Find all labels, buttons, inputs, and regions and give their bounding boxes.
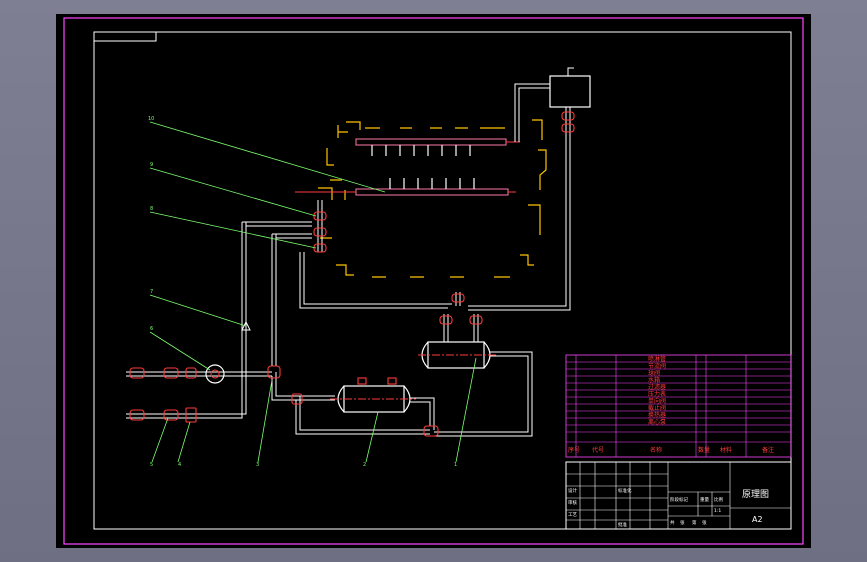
leader-2: 2	[363, 462, 366, 468]
drawing-number-box	[93, 31, 157, 42]
leader-8: 8	[150, 206, 153, 212]
leader-6: 6	[150, 326, 153, 332]
parts-header-remarks: 备注	[762, 446, 774, 454]
leader-7: 7	[150, 289, 153, 295]
label-weight: 重量	[700, 496, 709, 503]
parts-row-7: 水箱	[648, 376, 660, 384]
parts-row-10: 喷淋管	[648, 355, 666, 363]
parts-row-5: 压力表	[648, 390, 666, 398]
leader-1: 1	[454, 462, 457, 468]
parts-header-code: 代号	[592, 446, 604, 454]
leader-9: 9	[150, 162, 153, 168]
leader-3: 3	[256, 462, 259, 468]
parts-row-9: 节流阀	[648, 362, 666, 370]
label-stage: 阶段标记	[670, 496, 688, 503]
parts-row-4: 单向阀	[648, 397, 666, 405]
scale-value: 1:1	[714, 508, 721, 514]
parts-row-2: 换热器	[648, 411, 666, 419]
spray-bar-lower	[295, 178, 516, 196]
leader-10: 10	[148, 116, 154, 122]
label-standard: 标准化	[618, 487, 632, 494]
parts-row-6: 过滤器	[648, 383, 666, 391]
label-sheet-no: 第	[692, 519, 697, 526]
valves-and-fittings	[129, 111, 575, 437]
parts-header-material: 材料	[720, 446, 732, 454]
label-sheets-b: 张	[702, 519, 707, 526]
leader-5: 5	[150, 462, 153, 468]
leader-numbers: 10 9 8 7 6 5 4 3 2 1	[148, 116, 457, 468]
parts-header-name: 名称	[650, 446, 662, 454]
heat-exchanger-2	[330, 385, 416, 413]
label-total: 共	[670, 519, 675, 526]
parts-row-3: 截止阀	[648, 404, 666, 412]
piping	[126, 83, 571, 437]
sheet-size: A2	[752, 515, 763, 524]
label-sheets-a: 张	[680, 519, 685, 526]
spray-bar-upper	[355, 138, 520, 156]
label-process: 工艺	[568, 512, 577, 518]
outer-frame	[63, 17, 804, 545]
check-valve-symbol	[241, 320, 251, 331]
leader-lines	[149, 121, 477, 463]
pressure-gauge	[205, 364, 225, 384]
parts-header-qty: 数量	[698, 446, 710, 454]
parts-row-1: 离心泵	[648, 418, 666, 426]
machine-outline	[318, 119, 547, 278]
paper-background	[56, 14, 811, 548]
label-check: 审核	[568, 499, 577, 506]
heat-exchanger-1	[418, 341, 496, 369]
parts-row-8: 球阀	[648, 369, 660, 377]
leader-4: 4	[178, 462, 181, 468]
label-scale: 比例	[714, 496, 723, 503]
drawing-name: 原理图	[742, 489, 769, 500]
label-approve: 批准	[618, 521, 627, 528]
label-design: 设计	[568, 487, 577, 494]
parts-list: 喷淋管 节流阀 球阀 水箱 过滤器 压力表 单向阀 截止阀 换热器 离心泵 序号…	[565, 354, 792, 458]
inner-border	[93, 31, 792, 530]
parts-header-no: 序号	[568, 446, 580, 454]
title-block: 原理图 A2 设计 审核 工艺 标准化 批准 阶段标记 重量 比例 共 张 第 …	[565, 461, 792, 530]
